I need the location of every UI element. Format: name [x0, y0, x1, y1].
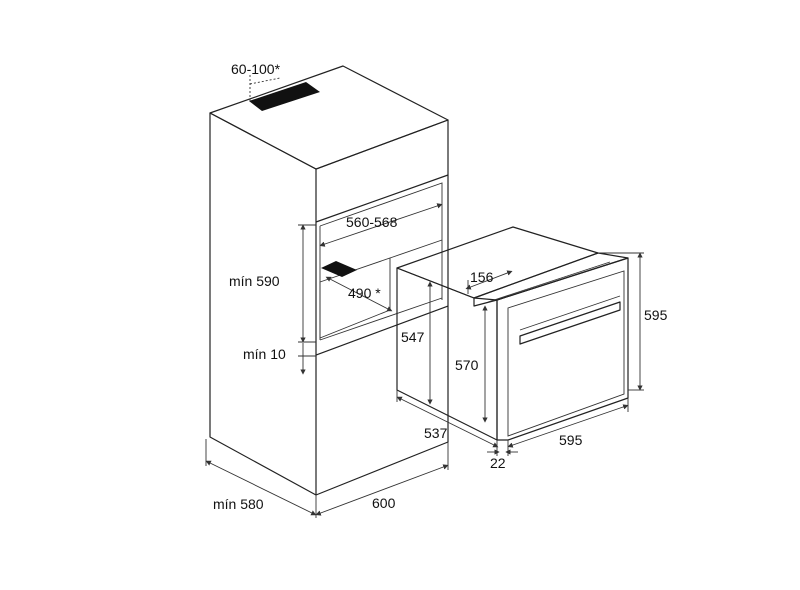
label-niche-min-height: mín 590 [229, 273, 280, 289]
oven-side-face [396, 267, 498, 441]
dim-vent [249, 75, 281, 102]
oven-control-strip [473, 252, 629, 301]
oven-door [507, 270, 625, 437]
label-oven-width: 595 [559, 432, 583, 448]
cabinet-side-face [209, 112, 317, 496]
label-vent-opening: 60-100* [231, 61, 281, 77]
dim-oven-depth [396, 390, 499, 448]
label-niche-width: 560-568 [346, 214, 398, 230]
dim-niche-width [319, 203, 443, 247]
label-oven-inner-height: 570 [455, 357, 479, 373]
dim-gap [298, 343, 316, 375]
label-niche-depth: 490 * [348, 285, 381, 301]
oven-top-face [396, 226, 599, 299]
label-cabinet-min-depth: mín 580 [213, 496, 264, 512]
dim-oven-total-height [598, 252, 644, 391]
label-front-thickness: 22 [490, 455, 506, 471]
cabinet-top-face [209, 65, 449, 170]
label-oven-total-height: 595 [644, 307, 668, 323]
tall-cabinet [205, 65, 449, 496]
label-oven-top-depth: 156 [470, 269, 494, 285]
vent-slot [249, 82, 320, 111]
label-cabinet-width: 600 [372, 495, 396, 511]
label-oven-body-height: 547 [401, 329, 425, 345]
dim-niche-depth [325, 276, 393, 312]
dim-niche-height [298, 224, 316, 343]
niche-opening [315, 174, 449, 356]
label-oven-depth: 537 [424, 425, 448, 441]
oven-handle [519, 301, 621, 345]
label-gap-min: mín 10 [243, 346, 286, 362]
dim-oven-width [507, 398, 629, 448]
oven [396, 226, 629, 441]
niche-vent-slot [321, 261, 357, 277]
dim-front-thickness [487, 440, 518, 456]
dim-oven-top-depth [465, 270, 513, 294]
oven-front-panel [496, 257, 629, 441]
